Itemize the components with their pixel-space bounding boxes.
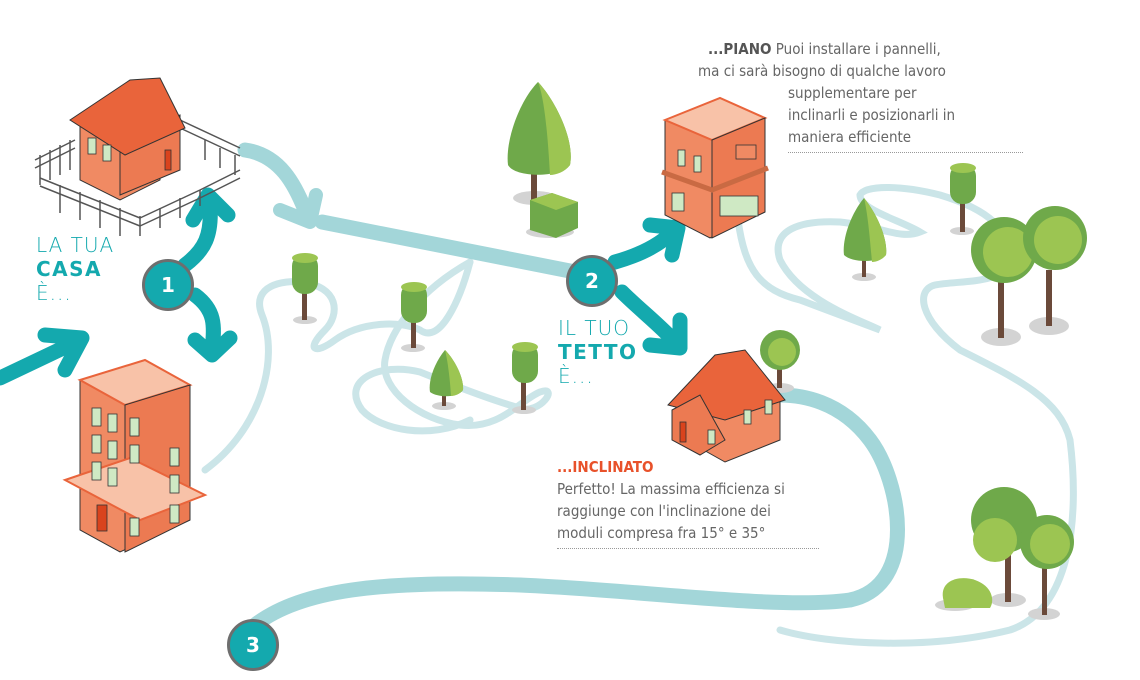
path-center-knot [352, 258, 552, 435]
path-left-loop [201, 258, 474, 474]
path-right-loop [734, 184, 1077, 647]
house-roof [69, 77, 186, 156]
round-tree-bottom-2 [1020, 515, 1074, 620]
note-piano-text1: Puoi installare i pannelli, [771, 40, 941, 58]
step-1-label-line1: LA TUA [36, 233, 115, 257]
pitched-roof-house [667, 349, 786, 463]
main-flow [237, 142, 905, 633]
column-tree-3 [512, 342, 538, 414]
detached-house-with-fence [34, 77, 241, 236]
arrow-1-down [187, 287, 221, 358]
bush-cube [526, 193, 578, 238]
note-inclinato-heading: ...INCLINATO [557, 458, 654, 476]
round-tree-right-2 [1023, 206, 1087, 335]
step-1-label-line3: È... [36, 281, 72, 305]
cone-tree-small-2 [843, 198, 887, 281]
fence [34, 119, 241, 236]
note-piano-heading: ...PIANO [708, 40, 772, 58]
apartment-building [62, 358, 208, 553]
step-2-label-line2: TETTO [558, 340, 638, 364]
step-2-label-line1: IL TUO [558, 316, 630, 340]
flow-step3-loop [247, 387, 905, 633]
note-piano-line1: ...PIANO Puoi installare i pannelli, [708, 38, 1023, 60]
step-2-label-line3: È... [558, 364, 594, 388]
note-piano-line5: maniera efficiente [788, 126, 1023, 153]
choice-arrows [0, 187, 688, 386]
note-piano-line4: inclinarli e posizionarli in [788, 106, 956, 124]
note-piano-line3: supplementare per [788, 84, 917, 102]
step-1-label-line2: CASA [36, 257, 103, 281]
flat-roof-building [661, 96, 769, 239]
round-tree-right-1 [971, 217, 1037, 346]
step-1-label: LA TUA CASA È... [36, 233, 114, 305]
round-tree-house [760, 330, 800, 393]
arrow-2-up-head [642, 217, 686, 263]
arrow-2-down-head [642, 312, 688, 356]
note-piano: ...PIANO Puoi installare i pannelli, ma … [698, 38, 1023, 153]
trees [292, 82, 1087, 620]
note-inclinato-line1: Perfetto! La massima efficienza si [557, 480, 785, 498]
note-inclinato: ...INCLINATO Perfetto! La massima effici… [557, 456, 819, 549]
flow-arrowhead [273, 188, 323, 229]
arrow-1-up [177, 197, 218, 273]
round-tree-bottom-1 [971, 487, 1037, 607]
column-tree-1 [292, 253, 318, 324]
column-tree-2 [401, 282, 427, 352]
arrow-1-down-head [187, 330, 238, 363]
arrow-1-up-head [185, 187, 236, 228]
flow-house-to-step2 [237, 142, 313, 218]
winding-paths [201, 184, 1077, 647]
entry-arrow [0, 332, 88, 386]
step-2-label: IL TUO TETTO È... [558, 316, 638, 388]
step-2-badge: 2 [566, 255, 618, 307]
column-tree-4 [950, 163, 976, 235]
step-3-badge: 3 [227, 619, 279, 671]
cone-tree-large [507, 82, 571, 205]
note-piano-line2: ma ci sarà bisogno di qualche lavoro [698, 62, 946, 80]
entry-arrow-head [37, 327, 90, 378]
note-inclinato-line3: moduli compresa fra 15° e 35° [557, 522, 819, 549]
step-1-badge: 1 [142, 259, 194, 311]
cone-tree-small-1 [429, 350, 464, 410]
flow-to-step2-line [314, 214, 583, 280]
bush-round [935, 578, 993, 611]
note-inclinato-line2: raggiunge con l'inclinazione dei [557, 502, 771, 520]
